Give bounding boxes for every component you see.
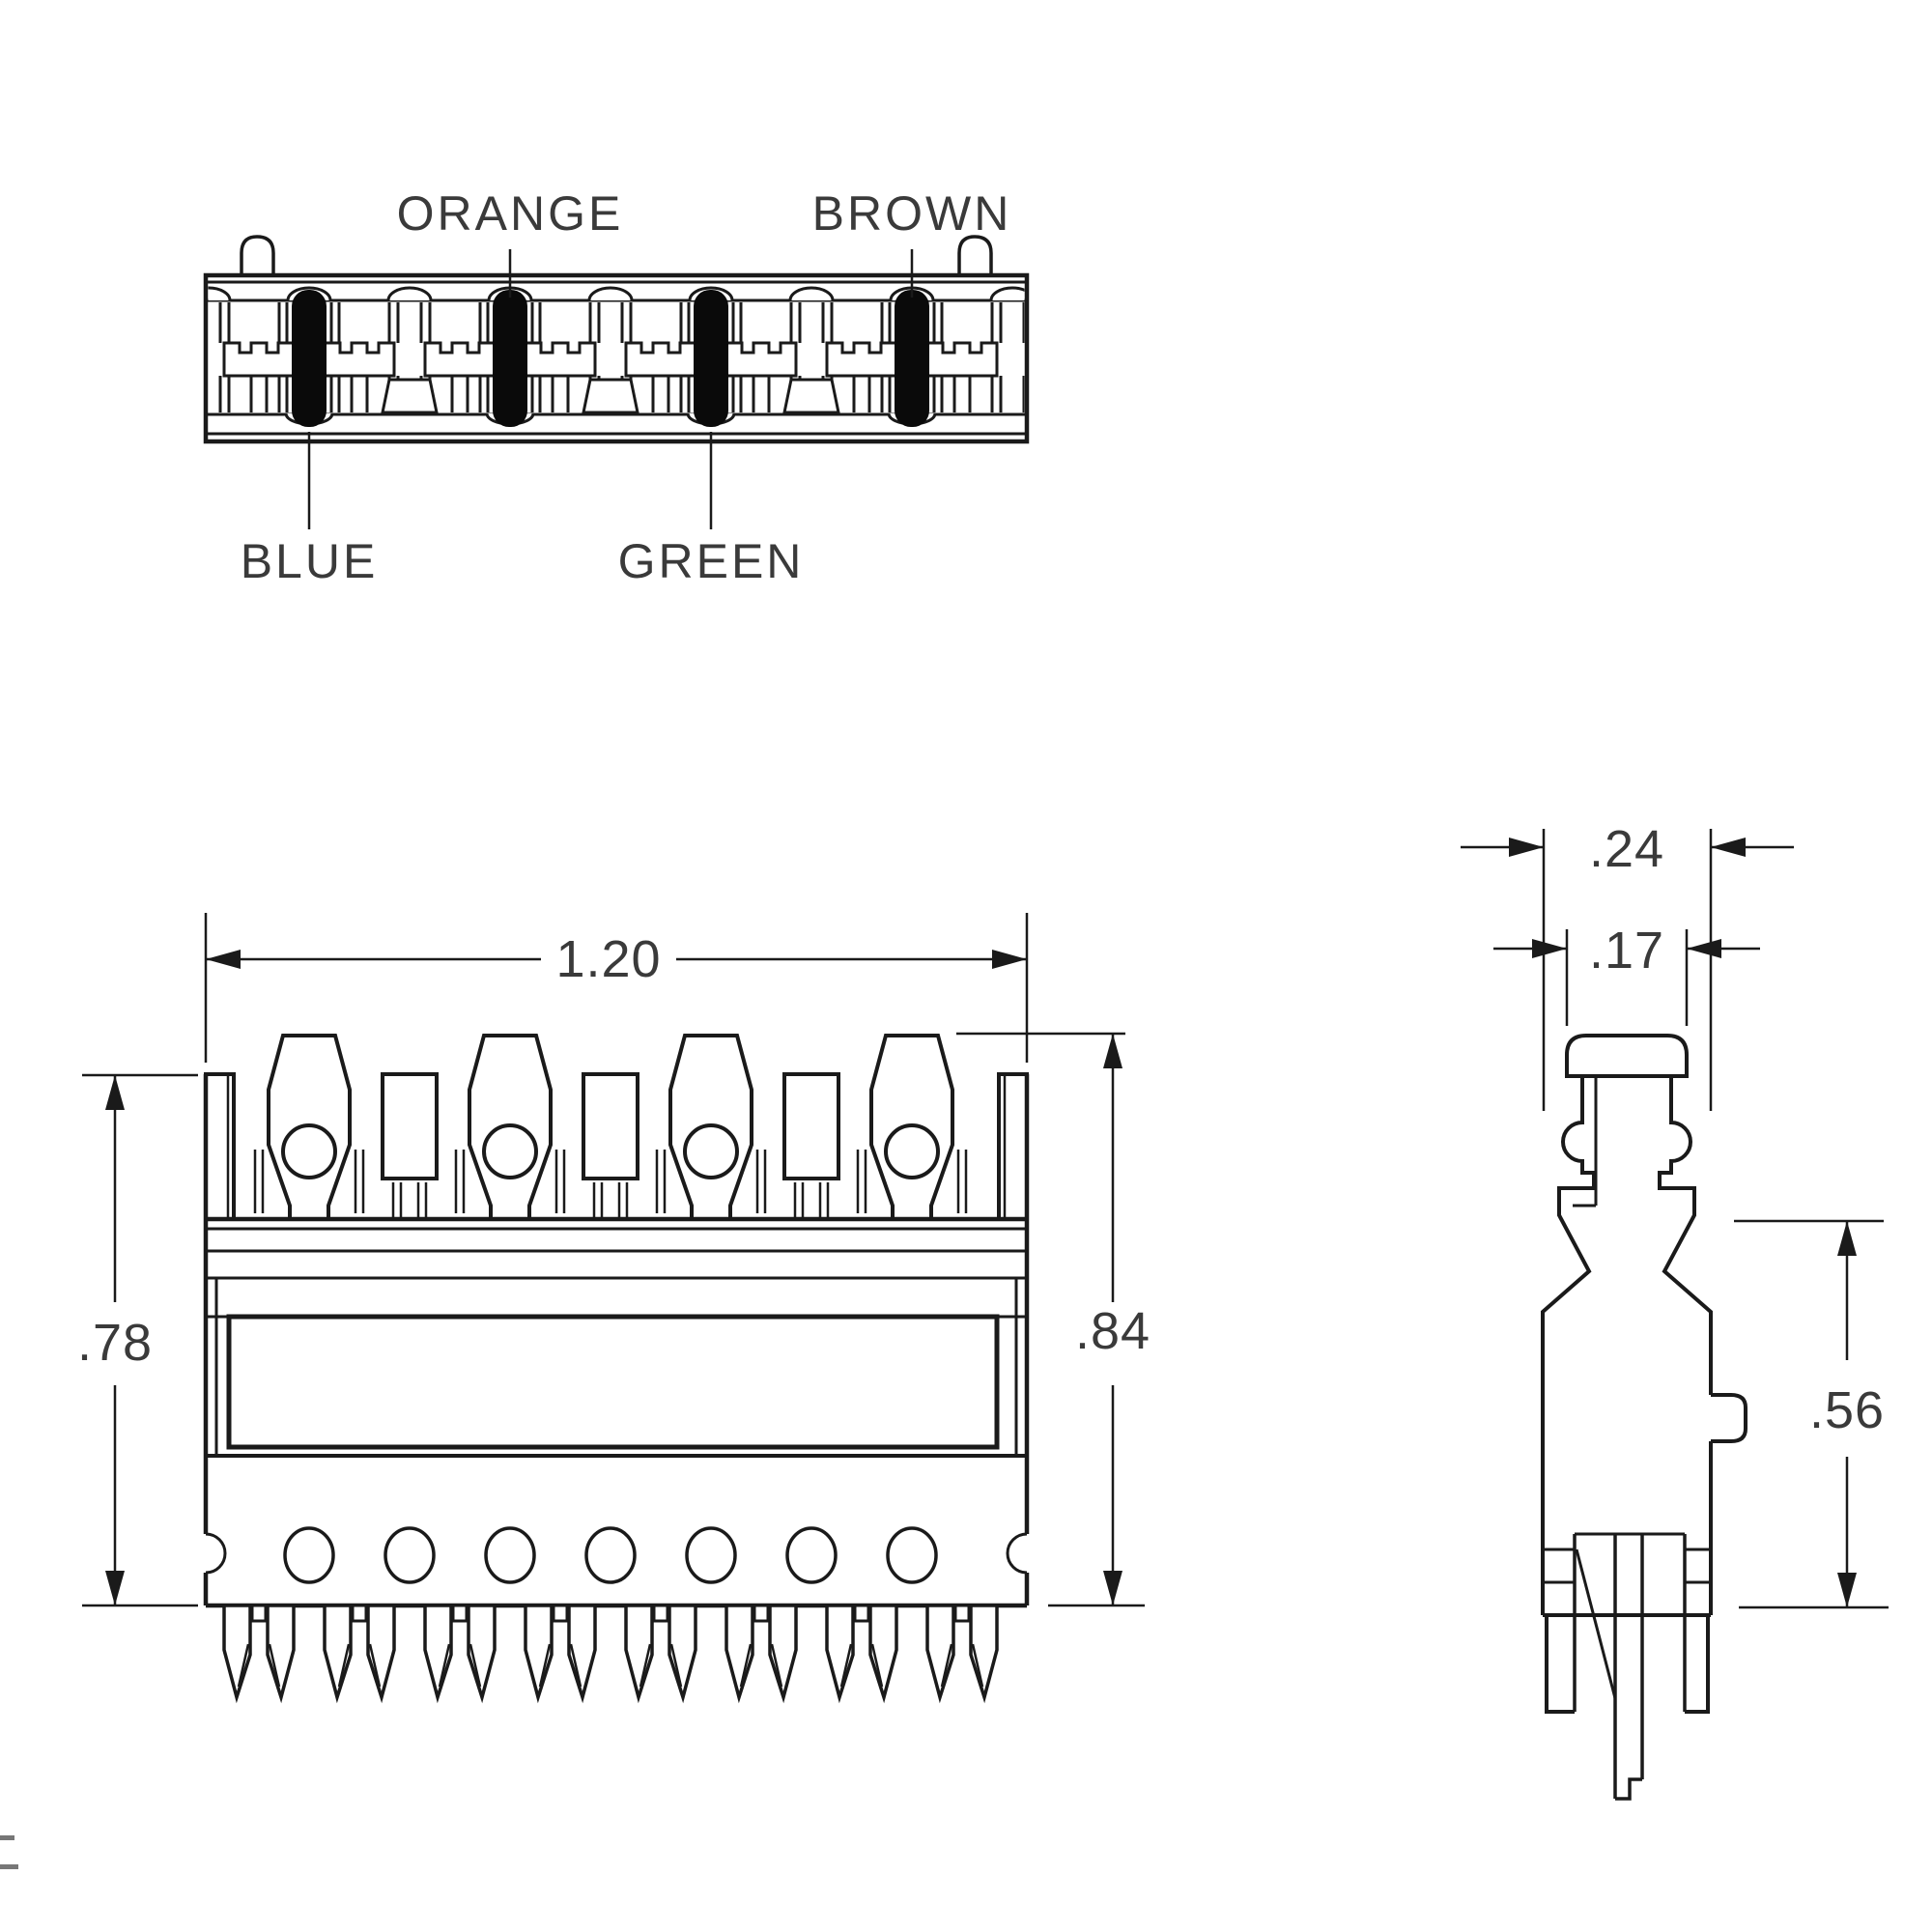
- top-view-right-tab: [957, 235, 993, 277]
- dim-label-side-height: .56: [1809, 1381, 1885, 1439]
- side-body-right: [1658, 1076, 1713, 1615]
- wire-label-orange: ORANGE: [397, 186, 624, 241]
- dim-label-front-width: 1.20: [555, 930, 661, 988]
- wire-label-brown: BROWN: [812, 186, 1012, 241]
- front-left-notch: [205, 1532, 227, 1575]
- side-contact-pin: [1613, 1534, 1644, 1801]
- top-view: [203, 235, 1030, 529]
- side-view: [1541, 1034, 1747, 1801]
- scan-artifact: [0, 1835, 14, 1840]
- dimension-front-width: [204, 913, 1029, 1063]
- wire-position-green: [686, 288, 736, 429]
- dim-label-front-height-left: .78: [77, 1314, 153, 1372]
- front-left-wall: [204, 1072, 236, 1221]
- dimension-front-height-left: [82, 1073, 198, 1607]
- top-view-contact-pattern: [208, 286, 1025, 429]
- top-view-body: [203, 272, 1030, 444]
- front-view: [203, 1034, 1030, 1699]
- side-body-left: [1541, 1076, 1596, 1615]
- front-window: [226, 1314, 1000, 1450]
- wire-position-brown: [887, 288, 937, 429]
- dim-label-side-inner-width: .17: [1589, 922, 1664, 980]
- front-right-notch: [1006, 1532, 1028, 1575]
- dimension-front-height-right: [956, 1032, 1145, 1607]
- front-body-outline: [203, 1074, 1030, 1608]
- dimension-side-outer-width: [1461, 829, 1794, 1111]
- front-right-wall: [997, 1072, 1029, 1221]
- side-right-leg: [1685, 1615, 1710, 1714]
- dim-label-side-outer-width: .24: [1589, 820, 1664, 878]
- dim-label-front-height-right: .84: [1075, 1302, 1151, 1360]
- front-idc-prongs: [222, 1604, 999, 1699]
- dimension-side-inner-width: [1493, 929, 1760, 1026]
- wire-position-blue: [284, 288, 334, 429]
- dimension-side-height: [1734, 1219, 1889, 1609]
- front-contact-teeth: [253, 1034, 968, 1221]
- wire-position-orange: [485, 288, 535, 429]
- scan-artifact: [0, 1864, 18, 1869]
- side-latch-tab: [1711, 1393, 1747, 1443]
- wire-label-blue: BLUE: [241, 534, 379, 588]
- wire-label-green: GREEN: [618, 534, 805, 588]
- top-view-left-tab: [240, 235, 275, 277]
- side-left-leg: [1545, 1615, 1575, 1714]
- side-cap: [1565, 1034, 1689, 1078]
- front-hole-row: [283, 1526, 938, 1584]
